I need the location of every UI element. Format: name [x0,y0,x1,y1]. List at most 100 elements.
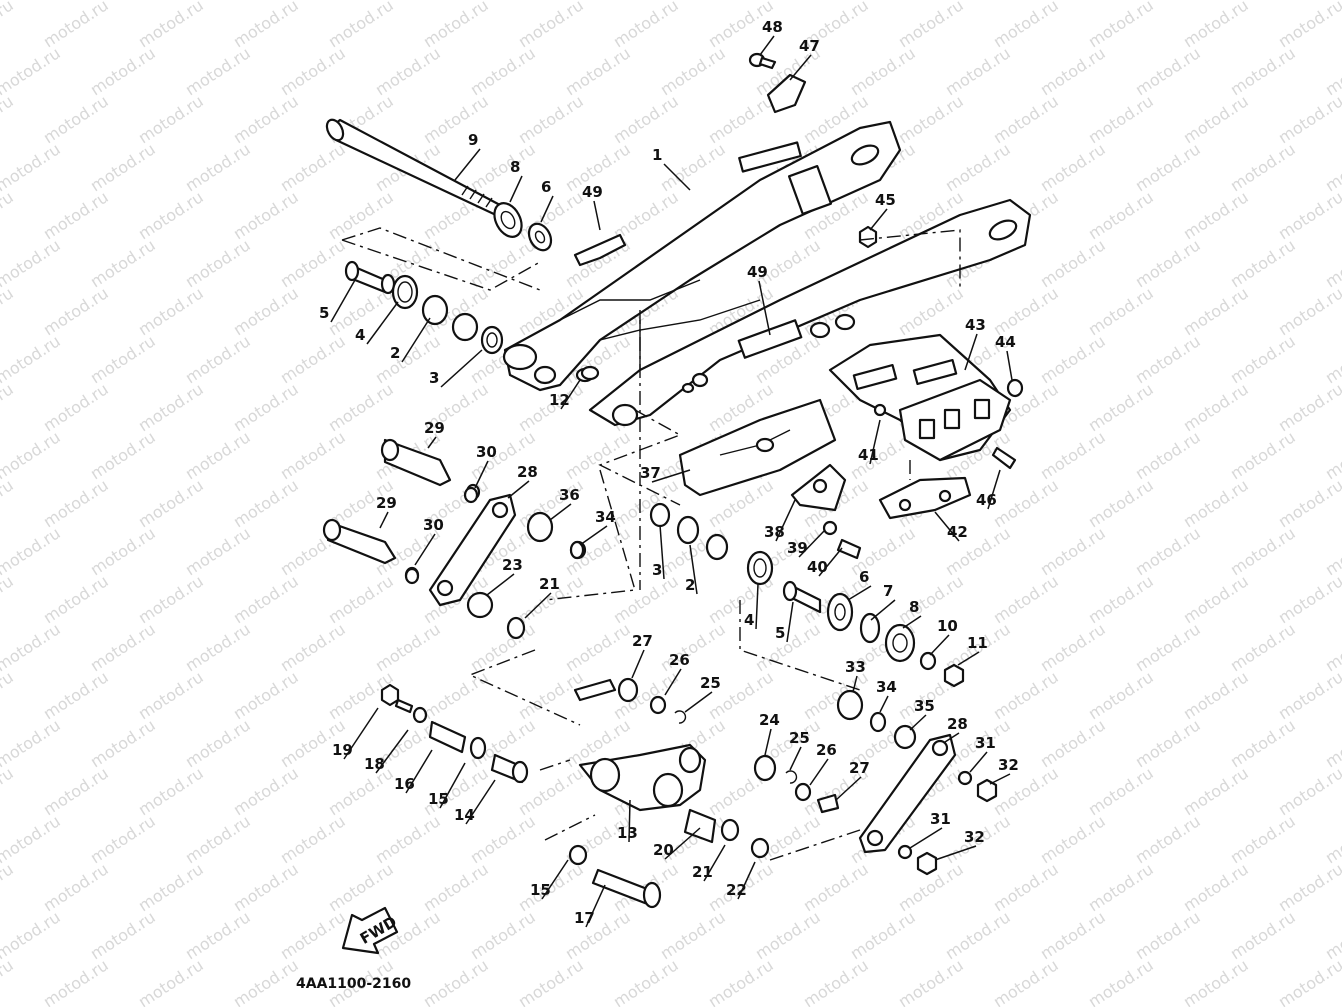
leader-line-c32b [934,845,977,861]
watermark-text: motod.ru [800,955,872,1007]
leader-line-c21a [524,592,552,619]
pivot-shaft [325,118,627,267]
watermark-text: motod.ru [942,139,1014,195]
watermark-text: motod.ru [1037,427,1109,483]
watermark-text: motod.ru [230,667,302,723]
callout-c32a: 32 [998,756,1019,774]
leader-line-c14 [465,779,496,825]
watermark-text: motod.ru [182,907,254,963]
leader-line-c13 [628,799,631,843]
leader-line-c19 [343,707,379,760]
watermark-text: motod.ru [135,91,207,147]
watermark-text: motod.ru [705,955,777,1007]
leader-line-c31b [909,827,943,849]
watermark-text: motod.ru [0,427,64,483]
callout-c1: 1 [652,146,662,164]
callout-c35: 35 [914,697,935,715]
watermark-text: motod.ru [135,763,207,819]
watermark-text: motod.ru [0,475,17,531]
leader-line-c33 [852,675,858,693]
watermark-text: motod.ru [230,475,302,531]
leader-line-c49a [593,200,601,231]
watermark-text: motod.ru [1132,523,1204,579]
callout-c7: 7 [883,582,893,600]
watermark-text: motod.ru [1037,907,1109,963]
watermark-text: motod.ru [467,811,539,867]
watermark-text: motod.ru [1132,427,1204,483]
leader-lines [330,35,1013,928]
watermark-text: motod.ru [1227,427,1299,483]
callout-c29b: 29 [376,494,397,512]
callout-c43: 43 [965,316,986,334]
watermark-text: motod.ru [990,91,1062,147]
watermark-text: motod.ru [230,955,302,1007]
watermark-text: motod.ru [40,955,112,1007]
left-pivot-bearings [344,260,600,381]
watermark-text: motod.ru [0,811,64,867]
callout-layer: 1223344556678891011121314151516171819202… [319,18,1019,927]
watermark-text: motod.ru [610,91,682,147]
watermark-text: motod.ru [1180,475,1252,531]
callout-c2a: 2 [390,344,400,362]
watermark-text: motod.ru [1085,91,1157,147]
leader-line-c22 [737,861,756,900]
watermark-text: motod.ru [1322,811,1342,867]
watermark-text: motod.ru [1227,139,1299,195]
leader-line-c2b [689,544,698,595]
watermark-text: motod.ru [1275,0,1342,51]
watermark-text: motod.ru [230,283,302,339]
callout-c38: 38 [764,523,785,541]
watermark-text: motod.ru [895,0,967,51]
watermark-text: motod.ru [325,187,397,243]
leader-line-c28b [944,732,960,743]
callout-c3a: 3 [429,369,439,387]
watermark-text: motod.ru [895,91,967,147]
watermark-text: motod.ru [990,571,1062,627]
leader-line-c46 [987,469,1001,510]
leader-line-c34a [579,525,608,546]
watermark-text: motod.ru [40,667,112,723]
watermark-text: motod.ru [40,379,112,435]
callout-c17: 17 [574,909,595,927]
watermark-text: motod.ru [1037,235,1109,291]
watermark-text: motod.ru [40,763,112,819]
watermark-text: motod.ru [40,91,112,147]
watermark-text: motod.ru [135,0,207,51]
watermark-text: motod.ru [800,859,872,915]
leader-line-c40 [818,547,843,577]
callout-c6a: 6 [541,178,551,196]
watermark-text: motod.ru [752,619,824,675]
watermark-text: motod.ru [87,619,159,675]
leader-line-c36 [549,503,572,521]
callout-c32b: 32 [964,828,985,846]
callout-c12: 12 [549,391,570,409]
watermark-text: motod.ru [1132,619,1204,675]
callout-c27b: 27 [849,759,870,777]
leader-line-c29a [427,436,437,449]
callout-c9: 9 [468,131,478,149]
leader-line-c23 [486,573,515,596]
watermark-text: motod.ru [562,907,634,963]
watermark-text: motod.ru [1322,427,1342,483]
watermark-text: motod.ru [1322,0,1342,3]
watermark-text: motod.ru [182,715,254,771]
callout-c6b: 6 [859,568,869,586]
leader-line-c8b [902,615,922,629]
leader-line-c34b [879,695,889,713]
watermark-text: motod.ru [277,139,349,195]
leader-line-c30b [414,533,436,566]
watermark-text: motod.ru [230,379,302,435]
watermark-text: motod.ru [1180,955,1252,1007]
callout-c39: 39 [787,539,808,557]
watermark-text: motod.ru [1037,715,1109,771]
leader-line-c18 [375,729,409,774]
watermark-text: motod.ru [1180,571,1252,627]
leader-line-c31a [969,751,988,773]
callout-c5a: 5 [319,304,329,322]
watermark-text: motod.ru [1275,475,1342,531]
watermark-text: motod.ru [135,475,207,531]
watermark-text: motod.ru [1227,715,1299,771]
relay-arm [380,677,998,909]
watermark-text: motod.ru [182,331,254,387]
watermark-text: motod.ru [372,619,444,675]
